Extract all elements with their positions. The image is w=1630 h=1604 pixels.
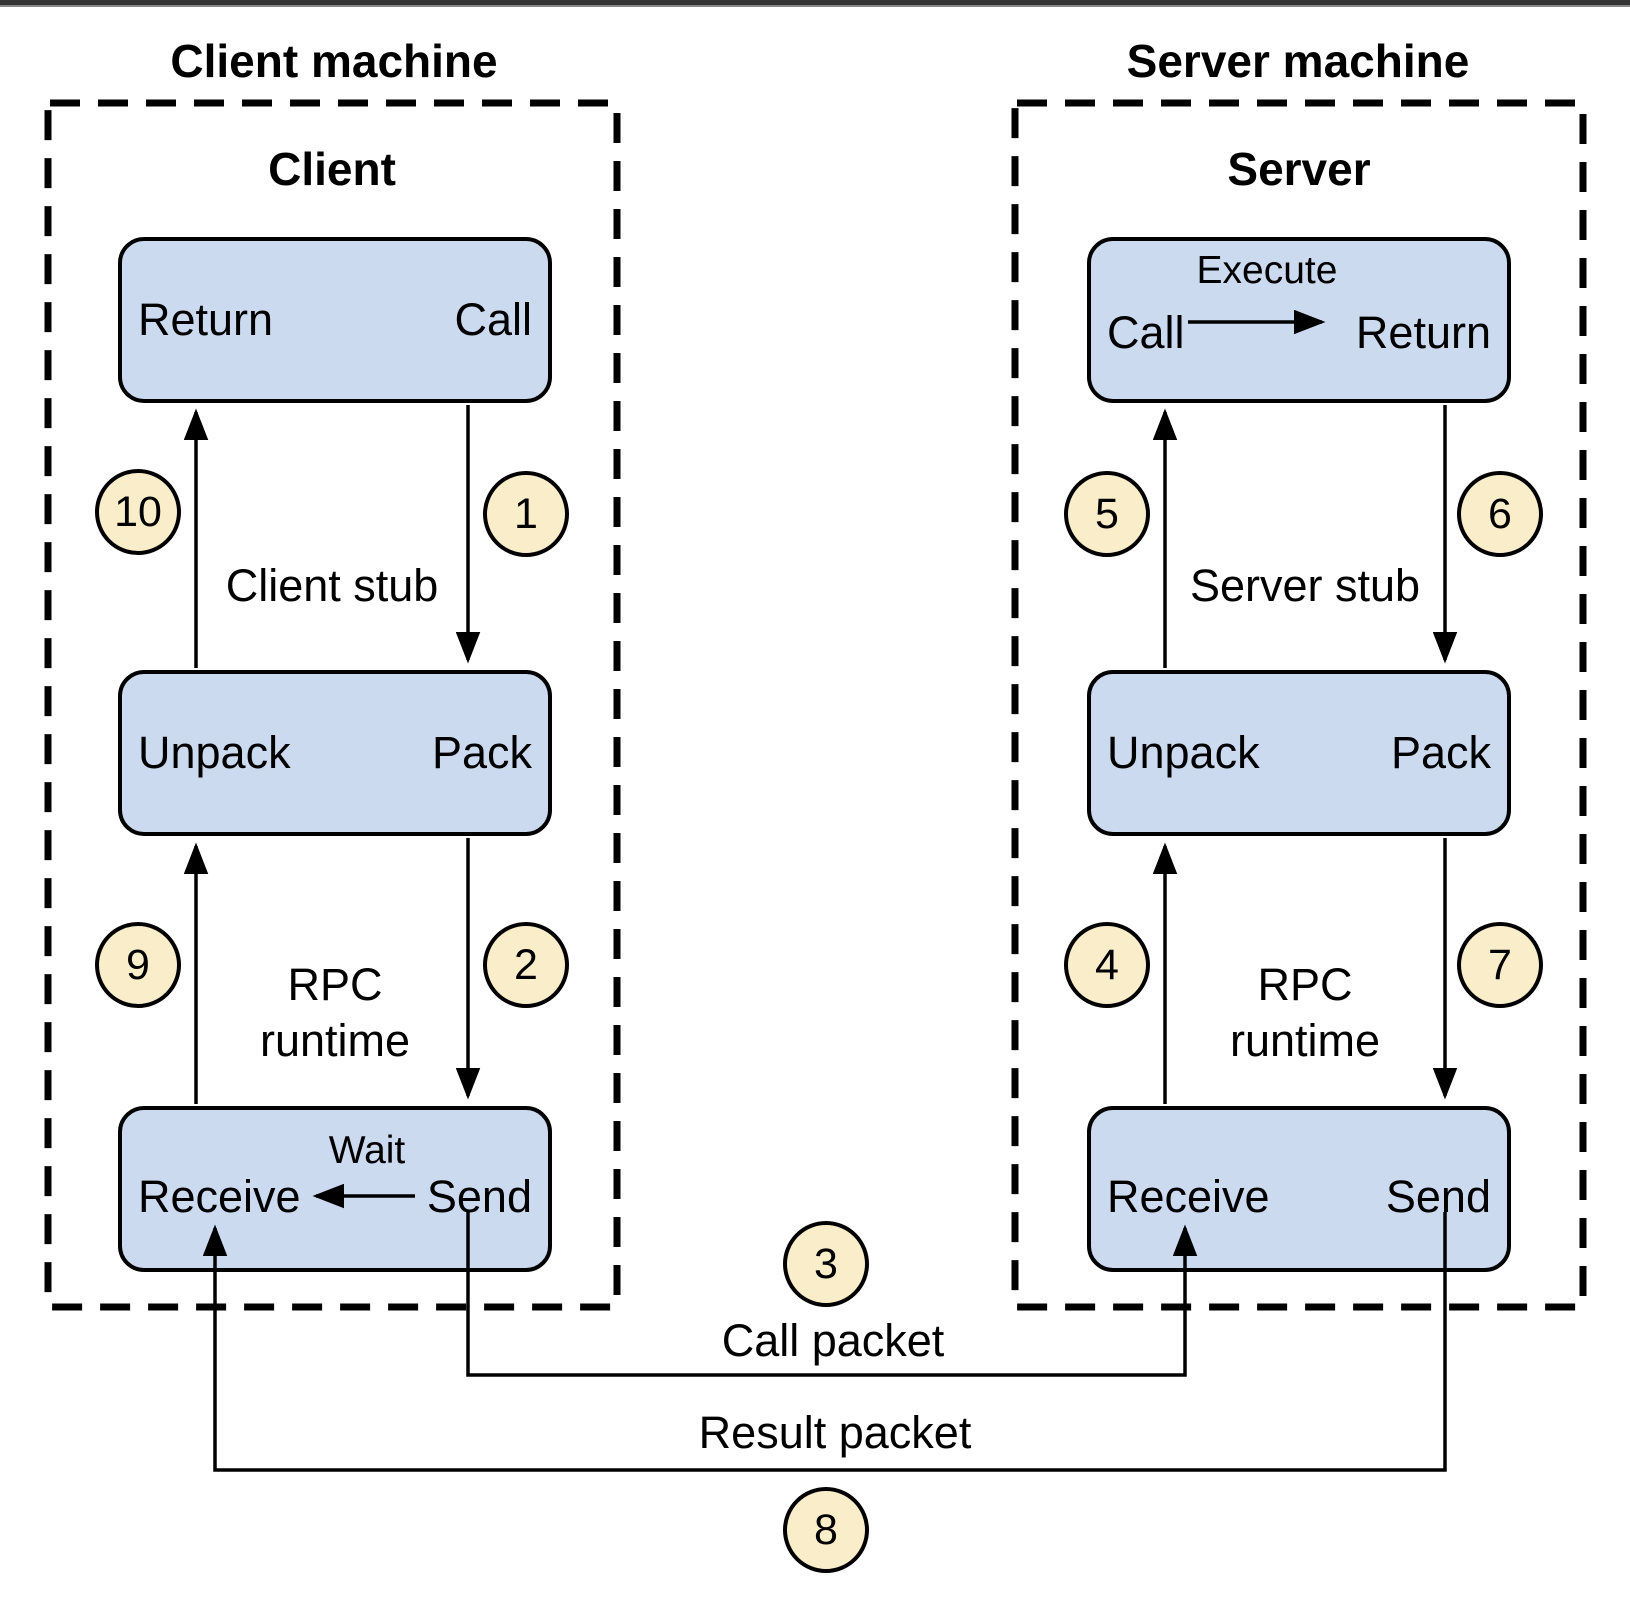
client-title: Client — [268, 143, 396, 195]
server-call-label: Call — [1107, 307, 1185, 358]
client-receive-label: Receive — [138, 1171, 301, 1222]
client-rpc-line1: RPC — [287, 959, 383, 1010]
client-runtime-box: Wait Receive Send — [118, 1106, 552, 1272]
server-send-label: Send — [1385, 1171, 1491, 1222]
step-badge-5: 5 — [1064, 471, 1150, 557]
client-pack-label: Pack — [431, 727, 532, 778]
client-stub-label: Client stub — [225, 560, 439, 611]
window-top-edge — [0, 0, 1630, 7]
client-machine-title: Client machine — [170, 35, 498, 87]
step-badge-3: 3 — [783, 1221, 869, 1307]
step-badge-6: 6 — [1457, 471, 1543, 557]
server-machine-title: Server machine — [1126, 35, 1470, 87]
server-runtime-box: Receive Send — [1087, 1106, 1511, 1272]
client-send-label: Send — [426, 1171, 532, 1222]
server-rpc-line2: runtime — [1229, 1015, 1381, 1066]
server-rpc-line1: RPC — [1257, 959, 1353, 1010]
client-stub-box: Unpack Pack — [118, 670, 552, 836]
client-return-label: Return — [138, 294, 274, 345]
step-badge-9: 9 — [95, 922, 181, 1008]
server-return-label: Return — [1355, 307, 1491, 358]
result-packet-label: Result packet — [698, 1407, 972, 1458]
client-unpack-label: Unpack — [138, 727, 291, 778]
call-packet-label: Call packet — [721, 1315, 945, 1366]
step-badge-2: 2 — [483, 922, 569, 1008]
step-badge-1: 1 — [483, 471, 569, 557]
server-title: Server — [1227, 143, 1371, 195]
step-badge-7: 7 — [1457, 922, 1543, 1008]
client-call-label: Call — [454, 294, 532, 345]
client-rpc-runtime-label: RPC runtime — [260, 957, 410, 1069]
server-pack-label: Pack — [1390, 727, 1491, 778]
server-unpack-label: Unpack — [1107, 727, 1260, 778]
server-receive-label: Receive — [1107, 1171, 1270, 1222]
server-process-box: Execute Call Return — [1087, 237, 1511, 403]
client-process-box: Return Call — [118, 237, 552, 403]
step-badge-8: 8 — [783, 1487, 869, 1573]
step-badge-10: 10 — [95, 469, 181, 555]
server-stub-box: Unpack Pack — [1087, 670, 1511, 836]
client-rpc-line2: runtime — [259, 1015, 411, 1066]
server-rpc-runtime-label: RPC runtime — [1230, 957, 1380, 1069]
server-stub-label: Server stub — [1189, 560, 1421, 611]
step-badge-4: 4 — [1064, 922, 1150, 1008]
